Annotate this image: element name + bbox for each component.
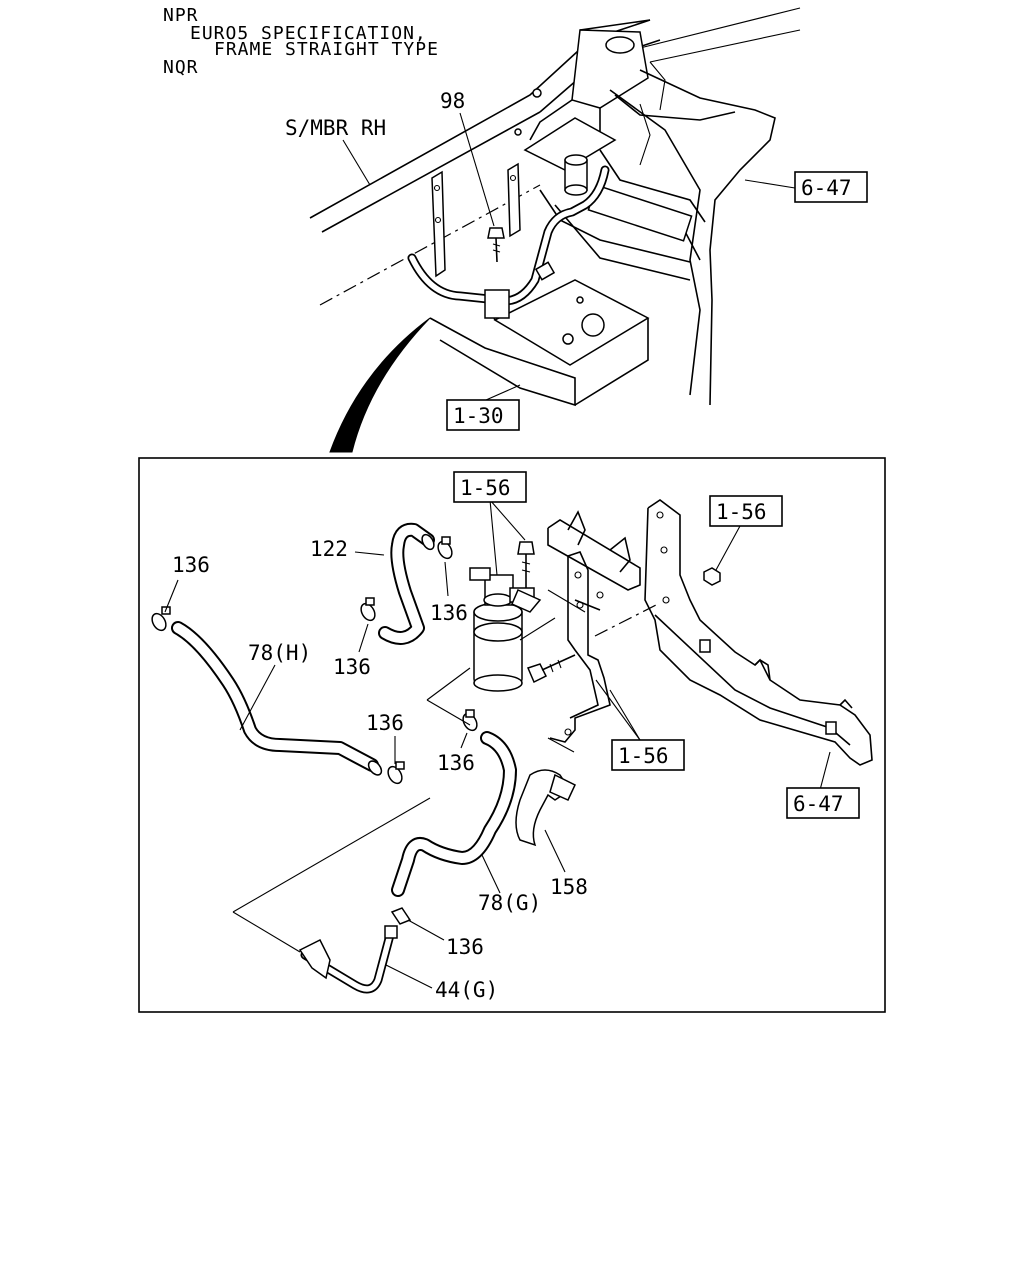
ref-box-1-56-c <box>611 739 685 771</box>
header: NPR EURO5 SPECIFICATION, FRAME STRAIGHT … <box>163 5 439 78</box>
receiver-drier-top <box>523 117 617 196</box>
label-136-e: 136 <box>437 751 475 775</box>
header-spec: EURO5 SPECIFICATION, <box>190 23 427 44</box>
label-98: 98 <box>440 89 465 113</box>
bolt-drier-top <box>517 541 535 590</box>
ref-box-6-47-top <box>794 171 868 203</box>
nut-frame <box>703 567 721 586</box>
leader-98 <box>459 112 495 227</box>
clip-5 <box>387 761 405 785</box>
ref-box-1-56-a <box>453 471 527 503</box>
label-136-f: 136 <box>446 935 484 959</box>
label-78g: 78(G) <box>478 891 541 915</box>
ref-box-1-30 <box>446 399 520 431</box>
assembly-lines <box>232 589 661 953</box>
clip-1 <box>151 606 171 632</box>
lower-bracket-plate <box>429 279 650 407</box>
label-158: 158 <box>550 875 588 899</box>
ref-1-30: 1-30 <box>453 404 504 428</box>
clip-2 <box>360 597 376 622</box>
ref-6-47-top: 6-47 <box>801 176 852 200</box>
ref-box-6-47-detail <box>786 787 860 819</box>
clamp-158 <box>515 769 576 847</box>
detail-view: 136 122 136 136 78(H) 136 136 78(G) 158 … <box>151 471 873 1002</box>
leader-frame <box>342 139 371 186</box>
label-136-c: 136 <box>333 655 371 679</box>
ref-1-56-a: 1-56 <box>460 476 511 500</box>
bolt-bracket <box>526 654 576 684</box>
detail-arrow <box>329 317 431 453</box>
header-model-npr: NPR <box>163 5 199 26</box>
clip-6 <box>390 907 412 925</box>
ref-1-56-c: 1-56 <box>618 744 669 768</box>
ref-6-47-detail: 6-47 <box>793 792 844 816</box>
ref-1-56-b: 1-56 <box>716 500 767 524</box>
pipe-44g <box>298 925 398 994</box>
label-side-member: S/MBR RH <box>285 116 386 140</box>
clip-3 <box>437 536 453 560</box>
header-frame-type: FRAME STRAIGHT TYPE <box>214 39 439 60</box>
left-vertical-bracket <box>431 162 521 278</box>
top-view: S/MBR RH 98 6-47 1-30 <box>285 7 868 453</box>
frame-rail-detail <box>644 499 873 766</box>
bolt-98 <box>487 227 505 263</box>
label-122: 122 <box>310 537 348 561</box>
label-44g: 44(G) <box>435 978 498 1002</box>
label-136-a: 136 <box>172 553 210 577</box>
top-pipework <box>407 165 610 319</box>
ref-box-1-56-b <box>709 495 783 527</box>
leader-lines <box>164 499 831 989</box>
label-136-b: 136 <box>430 601 468 625</box>
leader-6-47-top <box>744 179 796 189</box>
detail-frame <box>138 457 886 1013</box>
hose-clips <box>151 536 478 925</box>
hose-78h <box>171 621 383 776</box>
clip-4 <box>462 709 478 732</box>
hose-122 <box>378 522 435 645</box>
header-model-nqr: NQR <box>163 57 199 78</box>
hose-78g <box>391 731 517 897</box>
cross-member <box>539 61 776 406</box>
bracket-assembly <box>547 510 641 743</box>
receiver-drier <box>469 567 542 692</box>
leader-1-30 <box>485 384 521 401</box>
label-136-d: 136 <box>366 711 404 735</box>
label-78h: 78(H) <box>248 641 311 665</box>
